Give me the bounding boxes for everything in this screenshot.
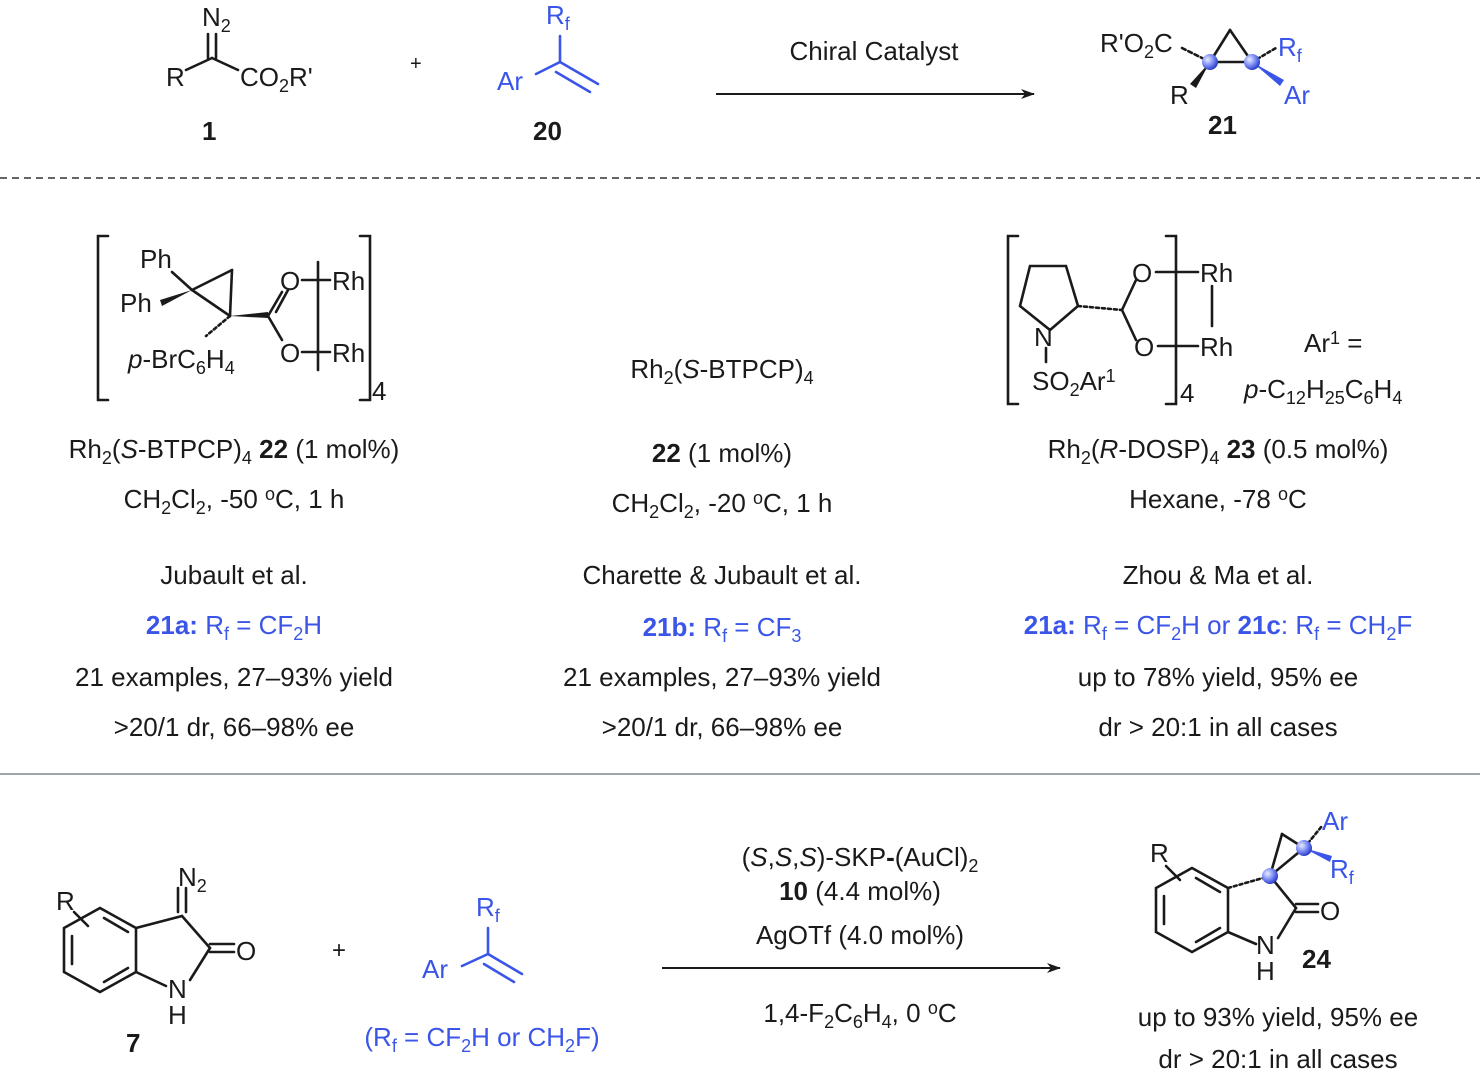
authors: Zhou & Ma et al. (1123, 560, 1314, 590)
chiral-catalyst-label: Chiral Catalyst (789, 36, 959, 66)
alkene-reagent-bottom: Rf Ar (Rf = CF2H or CH2F) (364, 892, 599, 1056)
rhodium-1: Rh (1200, 258, 1233, 288)
scope: 21 examples, 27–93% yield (563, 662, 881, 692)
rhodium-2: Rh (332, 338, 365, 368)
n2-label: N2 (202, 2, 231, 36)
silver-additive: AgOTf (4.0 mol%) (756, 920, 964, 950)
solvent-temp: CH2Cl2, -50 oC, 1 h (124, 484, 345, 518)
catalyst-22-name: Rh2(S-BTPCP)4 (630, 354, 813, 388)
gold-catalyst: (S,S,S)-SKP-(AuCl)2 (742, 842, 979, 876)
nitrogen: N (1034, 322, 1053, 352)
rf-group: Rf (1330, 854, 1355, 888)
compound-label-1: 1 (202, 116, 216, 146)
compound-label-20: 20 (533, 116, 562, 146)
selectivity: >20/1 dr, 66–98% ee (114, 712, 355, 742)
compound-label-21: 21 (1208, 110, 1237, 140)
stereocenter-ball (1202, 54, 1218, 70)
reagent-7-diazo-oxindole: R N2 O N H 7 (56, 862, 256, 1058)
reagent-20-alkene: Rf Ar 20 (497, 0, 600, 146)
rf-group: Rf (476, 892, 501, 926)
nitrogen: N (168, 974, 187, 1004)
selectivity: dr > 20:1 in all cases (1098, 712, 1337, 742)
catalyst-loading: Rh2(S-BTPCP)4 22 (1 mol%) (69, 434, 400, 468)
column-2-conditions: 22 (1 mol%) CH2Cl2, -20 oC, 1 h Charette… (563, 438, 881, 742)
ester-group: R'O2C (1100, 28, 1173, 62)
scope: up to 78% yield, 95% ee (1078, 662, 1358, 692)
selectivity: >20/1 dr, 66–98% ee (602, 712, 843, 742)
bracket-subscript: 4 (372, 376, 386, 406)
product-21-cyclopropane: R'O2C R Rf Ar 21 (1100, 28, 1310, 140)
rf-group: Rf (546, 0, 571, 34)
r-group: R (1170, 80, 1189, 110)
oxygen-1: O (280, 266, 300, 296)
ester-group: CO2R' (240, 62, 313, 96)
n2-label: N2 (178, 862, 207, 896)
ar1-definition: Ar1 = (1304, 328, 1362, 358)
bottom-reaction-arrow: (S,S,S)-SKP-(AuCl)2 10 (4.4 mol%) AgOTf … (662, 842, 1061, 1032)
rhodium-1: Rh (332, 266, 365, 296)
rf-group: Rf (1278, 32, 1303, 66)
rhodium-2: Rh (1200, 332, 1233, 362)
product-definition: 21a: Rf = CF2H or 21c: Rf = CH2F (1024, 610, 1412, 644)
top-reaction-arrow: Chiral Catalyst (716, 36, 1035, 99)
compound-label-7: 7 (126, 1028, 140, 1058)
bottom-dr: dr > 20:1 in all cases (1158, 1044, 1397, 1074)
ar-group: Ar (1284, 80, 1310, 110)
bromophenyl-group: p-BrC6H4 (127, 344, 235, 378)
scope: 21 examples, 27–93% yield (75, 662, 393, 692)
catalyst-loading: Rh2(R-DOSP)4 23 (0.5 mol%) (1048, 434, 1389, 468)
r-group: R (1150, 838, 1169, 868)
catalyst-loading: 22 (1 mol%) (652, 438, 792, 468)
product-24-spirooxindole: R O N H Ar Rf 24 (1150, 806, 1355, 986)
solvent-temp: CH2Cl2, -20 oC, 1 h (612, 488, 833, 522)
ar1-value: p-C12H25C6H4 (1243, 374, 1402, 408)
oxygen: O (1320, 896, 1340, 926)
stereocenter-ball (1296, 840, 1312, 856)
phenyl-1: Ph (140, 244, 172, 274)
r-group: R (166, 62, 185, 92)
compound-label-24: 24 (1302, 944, 1331, 974)
solvent-temp: 1,4-F2C6H4, 0 oC (763, 998, 956, 1032)
hydrogen: H (168, 1000, 187, 1030)
r-group: R (56, 886, 75, 916)
bracket-subscript: 4 (1180, 378, 1194, 408)
phenyl-2: Ph (120, 288, 152, 318)
column-1-conditions: Rh2(S-BTPCP)4 22 (1 mol%) CH2Cl2, -50 oC… (69, 434, 400, 742)
authors: Jubault et al. (160, 560, 307, 590)
authors: Charette & Jubault et al. (583, 560, 862, 590)
rf-definition: (Rf = CF2H or CH2F) (364, 1022, 599, 1056)
product-definition: 21a: Rf = CF2H (146, 610, 322, 644)
stereocenter-ball (1262, 868, 1278, 884)
ar-group: Ar (1322, 806, 1348, 836)
column-3-conditions: Rh2(R-DOSP)4 23 (0.5 mol%) Hexane, -78 o… (1024, 434, 1412, 742)
product-definition: 21b: Rf = CF3 (643, 612, 802, 646)
plus-sign-top: + (410, 53, 422, 75)
reagent-1-diazo-ester: N2 R CO2R' 1 (166, 2, 313, 146)
oxygen-1: O (1132, 258, 1152, 288)
oxygen-2: O (280, 338, 300, 368)
oxygen: O (236, 936, 256, 966)
catalyst-loading: 10 (4.4 mol%) (779, 876, 941, 906)
plus-sign-bottom: + (332, 937, 346, 964)
sulfonyl-group: SO2Ar1 (1032, 366, 1116, 400)
nitrogen: N (1256, 930, 1275, 960)
catalyst-22-structure: 4 Ph Ph p-BrC6H4 O O Rh Rh (96, 234, 386, 406)
hydrogen: H (1256, 956, 1275, 986)
solvent-temp: Hexane, -78 oC (1129, 484, 1307, 514)
bottom-yield: up to 93% yield, 95% ee (1138, 1002, 1418, 1032)
ar-group: Ar (497, 66, 523, 96)
ar-group: Ar (422, 954, 448, 984)
catalyst-23-structure: 4 N O O Rh Rh SO2Ar1 Ar1 = p-C12H25C6H4 (1006, 234, 1402, 408)
stereocenter-ball (1244, 54, 1260, 70)
oxygen-2: O (1134, 332, 1154, 362)
